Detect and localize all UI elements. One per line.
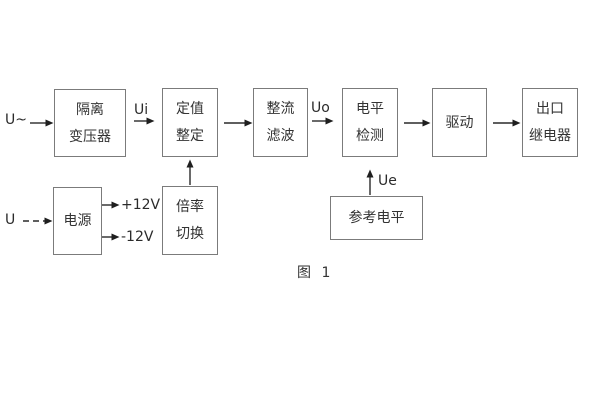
label-plus12v: +12V xyxy=(121,197,161,213)
block-label: 参考电平 xyxy=(348,210,405,226)
block-label: 倍率 xyxy=(176,199,204,215)
block-label: 电源 xyxy=(63,213,92,229)
block-label: 定值 xyxy=(176,101,204,117)
block-power-supply: 电源 xyxy=(53,187,102,255)
block-label: 切换 xyxy=(176,226,204,242)
block-reference-level: 参考电平 xyxy=(330,196,423,240)
figure-caption: 图 1 xyxy=(297,265,334,281)
block-ratio-switch: 倍率 切换 xyxy=(162,186,218,255)
label-minus12v: -12V xyxy=(121,229,154,245)
block-output-relay: 出口 继电器 xyxy=(522,88,578,157)
label-uo: Uo xyxy=(311,100,330,116)
block-label: 隔离 xyxy=(76,101,104,118)
block-driver: 驱动 xyxy=(432,88,487,157)
block-label: 滤波 xyxy=(266,128,295,144)
block-label: 继电器 xyxy=(529,128,571,144)
label-dc-input: U xyxy=(5,212,16,228)
label-ue: Ue xyxy=(378,173,397,189)
block-label: 整流 xyxy=(266,101,295,117)
block-level-detect: 电平 检测 xyxy=(342,88,398,157)
block-label: 驱动 xyxy=(445,114,474,131)
block-rectifier-filter: 整流 滤波 xyxy=(253,88,308,157)
block-label: 整定 xyxy=(176,128,204,144)
block-label: 出口 xyxy=(536,101,564,117)
block-isolation-transformer: 隔离 变压器 xyxy=(54,89,126,157)
block-label: 变压器 xyxy=(69,128,111,145)
block-setpoint-adjust: 定值 整定 xyxy=(162,88,218,157)
label-ac-input: U~ xyxy=(5,112,27,128)
block-label: 检测 xyxy=(356,128,384,144)
block-label: 电平 xyxy=(356,101,384,117)
label-ui: Ui xyxy=(134,102,149,118)
